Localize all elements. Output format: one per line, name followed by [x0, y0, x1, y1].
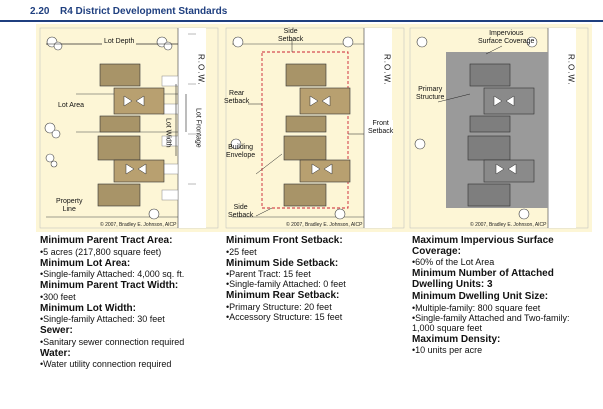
- label-lot-frontage: Lot Frontage: [194, 108, 202, 148]
- label-building-envelope: Building Envelope: [226, 144, 256, 159]
- standard-lot-area: Minimum Lot Area: •Single-family Attache…: [40, 257, 185, 279]
- diagram-lot-dimensions: Lot Depth R.O.W. Lot Area Lot Width Lot …: [36, 24, 222, 232]
- section-number: 2.20: [30, 6, 50, 17]
- label-property-line: Property Line: [56, 198, 83, 213]
- label-rear-setback: Rear Setback: [224, 90, 250, 105]
- label-front-setback: Front Setback: [368, 120, 394, 135]
- section-header: 2.20 R4 District Development Standards: [0, 0, 603, 22]
- standard-rear-setback: Minimum Rear Setback: •Primary Structure…: [226, 290, 343, 322]
- label-side-setback-bottom: Side Setback: [228, 204, 254, 219]
- label-lot-depth: Lot Depth: [102, 38, 137, 46]
- label-primary-structure: Primary Structure: [416, 86, 445, 101]
- section-title: R4 District Development Standards: [60, 6, 228, 17]
- standard-water: Water: •Water utility connection require…: [40, 347, 172, 369]
- standard-sewer: Sewer: •Sanitary sewer connection requir…: [40, 325, 185, 347]
- label-impervious-coverage: Impervious Surface Coverage: [478, 30, 535, 45]
- standard-front-setback: Minimum Front Setback: •25 feet: [226, 235, 343, 257]
- standard-dwelling-unit-size: Minimum Dwelling Unit Size: •Multiple-fa…: [412, 291, 570, 333]
- diagram-setbacks: Side Setback R.O.W. Rear Setback Front S…: [222, 24, 408, 232]
- copyright: © 2007, Bradley E. Johnson, AICP: [470, 222, 547, 228]
- label-lot-width: Lot Width: [164, 118, 172, 148]
- label-side-setback-top: Side Setback: [278, 28, 304, 43]
- standard-max-density: Maximum Density: •10 units per acre: [412, 333, 501, 355]
- standard-impervious-coverage: Maximum Impervious Surface Coverage: •60…: [412, 235, 554, 267]
- label-row: R.O.W.: [382, 54, 392, 86]
- copyright: © 2007, Bradley E. Johnson, AICP: [286, 222, 363, 228]
- standard-parent-tract-width: Minimum Parent Tract Width: •300 feet: [40, 280, 179, 302]
- standard-lot-width: Minimum Lot Width: •Single-family Attach…: [40, 302, 165, 324]
- standards-column-3: Maximum Impervious Surface Coverage: •60…: [412, 235, 592, 355]
- diagram-impervious-coverage: Impervious Surface Coverage R.O.W. Prima…: [406, 24, 592, 232]
- standard-side-setback: Minimum Side Setback: •Parent Tract: 15 …: [226, 257, 346, 289]
- standard-attached-units: Minimum Number of Attached Dwelling Unit…: [412, 268, 554, 290]
- coverage-drawing: [409, 27, 589, 229]
- standard-parent-tract-area: Minimum Parent Tract Area: •5 acres (217…: [40, 235, 173, 257]
- label-row: R.O.W.: [196, 54, 206, 86]
- label-row: R.O.W.: [566, 54, 576, 86]
- standards-column-2: Minimum Front Setback: •25 feet Minimum …: [226, 235, 412, 322]
- site-plan-drawing: [39, 27, 219, 229]
- standards-column-1: Minimum Parent Tract Area: •5 acres (217…: [40, 235, 226, 369]
- copyright: © 2007, Bradley E. Johnson, AICP: [100, 222, 177, 228]
- label-lot-area: Lot Area: [58, 102, 85, 109]
